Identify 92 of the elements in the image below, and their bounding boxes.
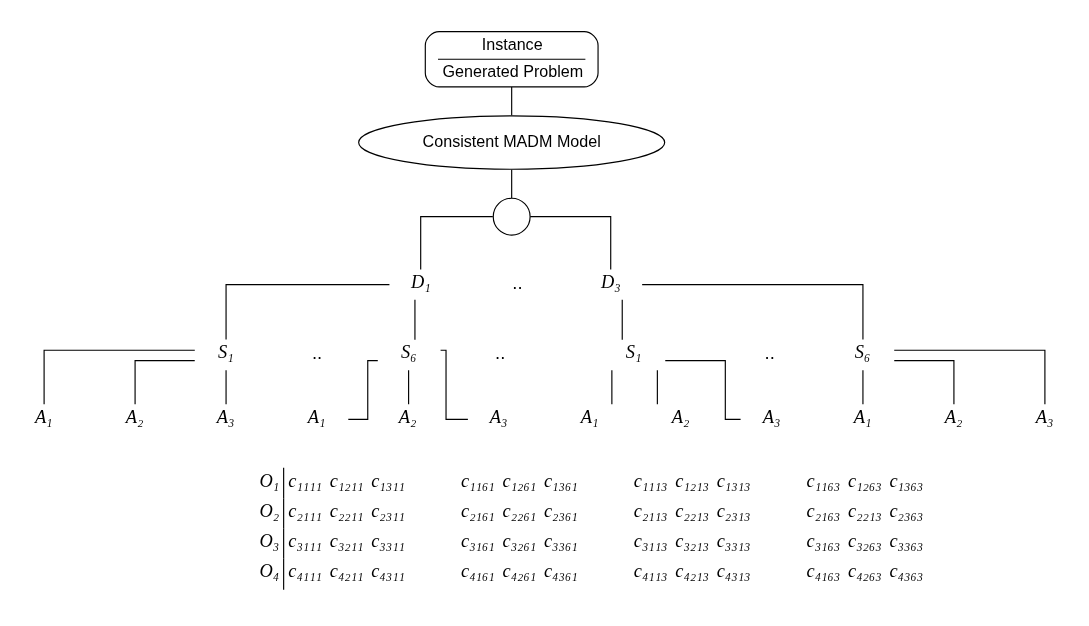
label: c₁₁₆₁ [461, 471, 495, 492]
label: c₄₁₁₃ [633, 560, 668, 581]
connector [225, 284, 390, 341]
connector [664, 360, 742, 420]
connector [134, 360, 196, 405]
label: c₄₃₁₁ [371, 560, 405, 581]
label: c₁₁₁₁ [288, 471, 323, 492]
label: c₃₁₁₁ [288, 530, 323, 551]
connector [420, 216, 494, 271]
label: c₂₂₆₁ [502, 501, 537, 521]
connector [893, 349, 1046, 405]
label: c₄₂₆₃ [847, 560, 882, 581]
label: c₃₃₁₁ [371, 530, 405, 551]
connector [511, 169, 513, 199]
label: c₃₃₆₁ [543, 530, 578, 551]
label: .. [512, 271, 523, 293]
label: c₂₃₆₃ [889, 501, 924, 521]
label: c₁₃₆₃ [889, 471, 924, 492]
connector [408, 369, 410, 405]
label: c₄₂₁₁ [329, 560, 364, 581]
label: c₁₃₁₁ [371, 471, 405, 492]
node-text: A₂ [671, 406, 690, 427]
label: c₁₂₁₃ [675, 471, 709, 492]
label: c₂₁₆₃ [806, 501, 841, 521]
node-text: S₆ [401, 342, 417, 363]
label: c₄₂₆₁ [502, 560, 537, 581]
label: c₃₂₆₁ [502, 530, 537, 551]
node-text: A₁ [853, 406, 872, 427]
label: c₄₃₁₃ [716, 560, 751, 581]
label: c₄₁₆₁ [461, 560, 495, 581]
node-text: D₃ [600, 271, 621, 292]
label: c₄₃₆₁ [543, 560, 578, 581]
node-text: A₃ [489, 406, 508, 427]
label: c₂₂₁₃ [847, 501, 882, 521]
label: c₁₂₁₁ [329, 471, 364, 492]
label: O₂ [259, 501, 280, 521]
label: c₁₃₁₃ [716, 471, 751, 492]
label: c₃₂₁₁ [329, 530, 364, 551]
label: c₄₁₆₃ [806, 560, 841, 581]
label: c₃₂₆₃ [847, 530, 882, 551]
connector [611, 369, 613, 405]
label: c₂₂₁₁ [329, 501, 364, 521]
node-text: A₃ [216, 406, 235, 427]
label: c₂₂₁₃ [675, 501, 709, 521]
connector [893, 360, 955, 405]
label: O₁ [259, 471, 280, 492]
label: c₃₃₁₃ [716, 530, 751, 551]
label: c₁₁₆₃ [806, 471, 841, 492]
node-text: A₂ [398, 406, 417, 427]
connector [641, 284, 864, 341]
label: c₄₁₁₁ [288, 560, 323, 581]
node-text: A₃ [1035, 406, 1054, 427]
label: c₄₂₁₃ [675, 560, 709, 581]
label: .. [764, 342, 775, 364]
label: c₂₁₁₁ [288, 501, 323, 521]
label: O₄ [259, 560, 280, 581]
connector [43, 349, 196, 405]
label: .. [495, 342, 506, 364]
node-text: S₁ [625, 342, 642, 363]
label: c₂₃₁₁ [371, 501, 405, 521]
node-text: S₆ [854, 342, 871, 363]
label: c₃₃₆₃ [889, 530, 924, 551]
node-ellipse: Consistent MADM Model [358, 115, 666, 170]
label: O₃ [259, 530, 280, 551]
label: c₃₁₆₃ [806, 530, 841, 551]
node-text: A₃ [762, 406, 781, 427]
node-text: A₁ [307, 406, 326, 427]
node-text: A₁ [34, 406, 53, 427]
label: c₂₃₆₁ [543, 501, 578, 521]
label: c₁₃₆₁ [543, 471, 578, 492]
connector [529, 216, 612, 271]
label: c₁₂₆₁ [502, 471, 537, 492]
connector [511, 86, 513, 116]
node-text: S₁ [218, 342, 234, 363]
label: c₄₃₆₃ [889, 560, 924, 581]
node-text: A₂ [944, 406, 963, 427]
label: c₁₂₆₃ [847, 471, 882, 492]
label: .. [311, 342, 323, 364]
node-text: A₁ [580, 406, 599, 427]
node-text: D₁ [410, 271, 431, 292]
node-text: A₂ [125, 406, 144, 427]
label: c₂₁₁₃ [633, 501, 668, 521]
label: c₃₁₆₁ [461, 530, 495, 551]
node-box: Instance Generated Problem [424, 31, 599, 88]
label: c₁₁₁₃ [633, 471, 668, 492]
label: c₂₁₆₁ [461, 501, 495, 521]
node-circle [492, 197, 531, 236]
label: c₃₁₁₃ [633, 530, 668, 551]
connector [621, 299, 623, 341]
label: c₂₃₁₃ [716, 501, 751, 521]
label: c₃₂₁₃ [675, 530, 709, 551]
connector [656, 369, 658, 405]
